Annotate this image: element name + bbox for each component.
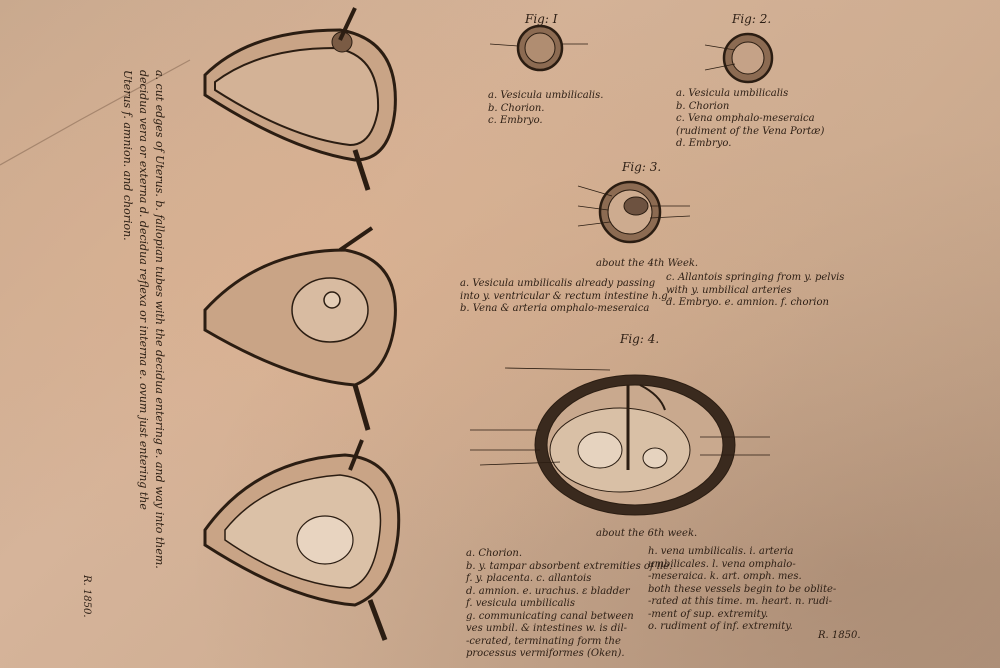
uterus-note-line-1: a. cut edges of Uterus. b. fallopian tub… [153,70,166,569]
fig3-legend-right: c. Allantois springing from y. pelvis wi… [666,272,844,310]
fig4-legend-item: a. Chorion. [466,548,523,559]
fig4-legend-item: b. y. tampar absorbent extremities of ll… [466,560,673,572]
fig3-legend-left: a. Vesicula umbilicalis already passing … [460,278,671,316]
fig2-legend: a. Vesicula umbilicalis b. Chorion c. Ve… [676,88,824,151]
uterus-drawing-1 [203,7,397,191]
fig3-legend-item: d. Embryo. e. amnion. f. chorion [666,297,829,308]
fig4-legend-item: g. communicating canal between [466,610,634,622]
fig2-title: Fig: 2. [732,12,772,26]
fig4-legend-item: umbilicales. l. vena omphalo- [648,558,796,570]
fig2-legend-item: a. Vesicula umbilicalis [676,88,789,99]
fig3-title: Fig: 3. [622,160,662,174]
fig3-drawing [577,180,691,244]
fig4-drawing [470,367,770,516]
uterus-drawing-3 [203,439,401,641]
fig4-title: Fig: 4. [620,332,660,346]
fig4-legend-item: both these vessels begin to be oblite- [648,583,837,595]
fig4-legend-item: o. rudiment of inf. extremity. [648,621,793,632]
fig4-legend-item: f. vesicula umbilicalis [466,598,575,609]
fig3-legend-item: into y. ventricular & rectum intestine h… [460,290,671,302]
fig2-legend-item: c. Vena omphalo-meseraica [676,113,815,124]
fig4-legend-item: -cerated, terminating form the [466,635,621,647]
fig1-drawing [489,24,588,72]
fig3-legend-item: a. Vesicula umbilicalis already passing [460,278,656,289]
fig4-legend-item: h. vena umbilicalis. i. arteria [648,546,794,557]
fig4-legend-item: -rated at this time. m. heart. n. rudi- [648,596,833,607]
fig4-legend-right: h. vena umbilicalis. i. arteria umbilica… [648,546,836,634]
signature-right: R. 1850. [818,630,861,641]
fig4-caption: about the 6th week. [596,528,698,539]
signature-left: R. 1850. [81,575,92,618]
fig3-caption: about the 4th Week. [596,258,699,269]
fig2-legend-item: b. Chorion [676,100,730,112]
uterus-note-line-2: decidua vera or externa d. decidua refle… [137,70,150,510]
fig1-legend: a. Vesicula umbilicalis. b. Chorion. c. … [488,90,603,128]
fig2-legend-item: (rudiment of the Vena Portæ) [676,125,825,137]
uterus-drawing-2 [203,226,397,431]
fig4-legend-item: ves umbil. & intestines w. is dil- [466,623,628,634]
fig2-drawing [704,32,774,84]
fig4-legend-item: -meseraica. k. art. omph. mes. [648,571,802,582]
fig3-legend-item: b. Vena & arteria omphalo-meseraica [460,303,650,314]
fig4-legend-item: processus vermiformes (Oken). [466,648,625,659]
fig4-legend-item: -ment of sup. extremity. [648,608,769,620]
uterus-note-line-3: Uterus f. amnion. and chorion. [121,70,134,241]
fig2-legend-item: d. Embryo. [676,138,732,149]
fig1-legend-item: b. Chorion. [488,102,545,114]
fig1-legend-item: c. Embryo. [488,115,543,126]
fig4-legend-item: d. amnion. e. urachus. ε bladder [466,585,630,597]
fig1-title: Fig: I [525,12,558,26]
fig1-legend-item: a. Vesicula umbilicalis. [488,90,604,101]
fig4-legend-left: a. Chorion. b. y. tampar absorbent extre… [466,548,672,661]
fig3-legend-item: c. Allantois springing from y. pelvis [666,272,845,283]
fig3-legend-item: with y. umbilical arteries [666,284,792,296]
fig4-legend-item: f. y. placenta. c. allantois [466,573,592,584]
